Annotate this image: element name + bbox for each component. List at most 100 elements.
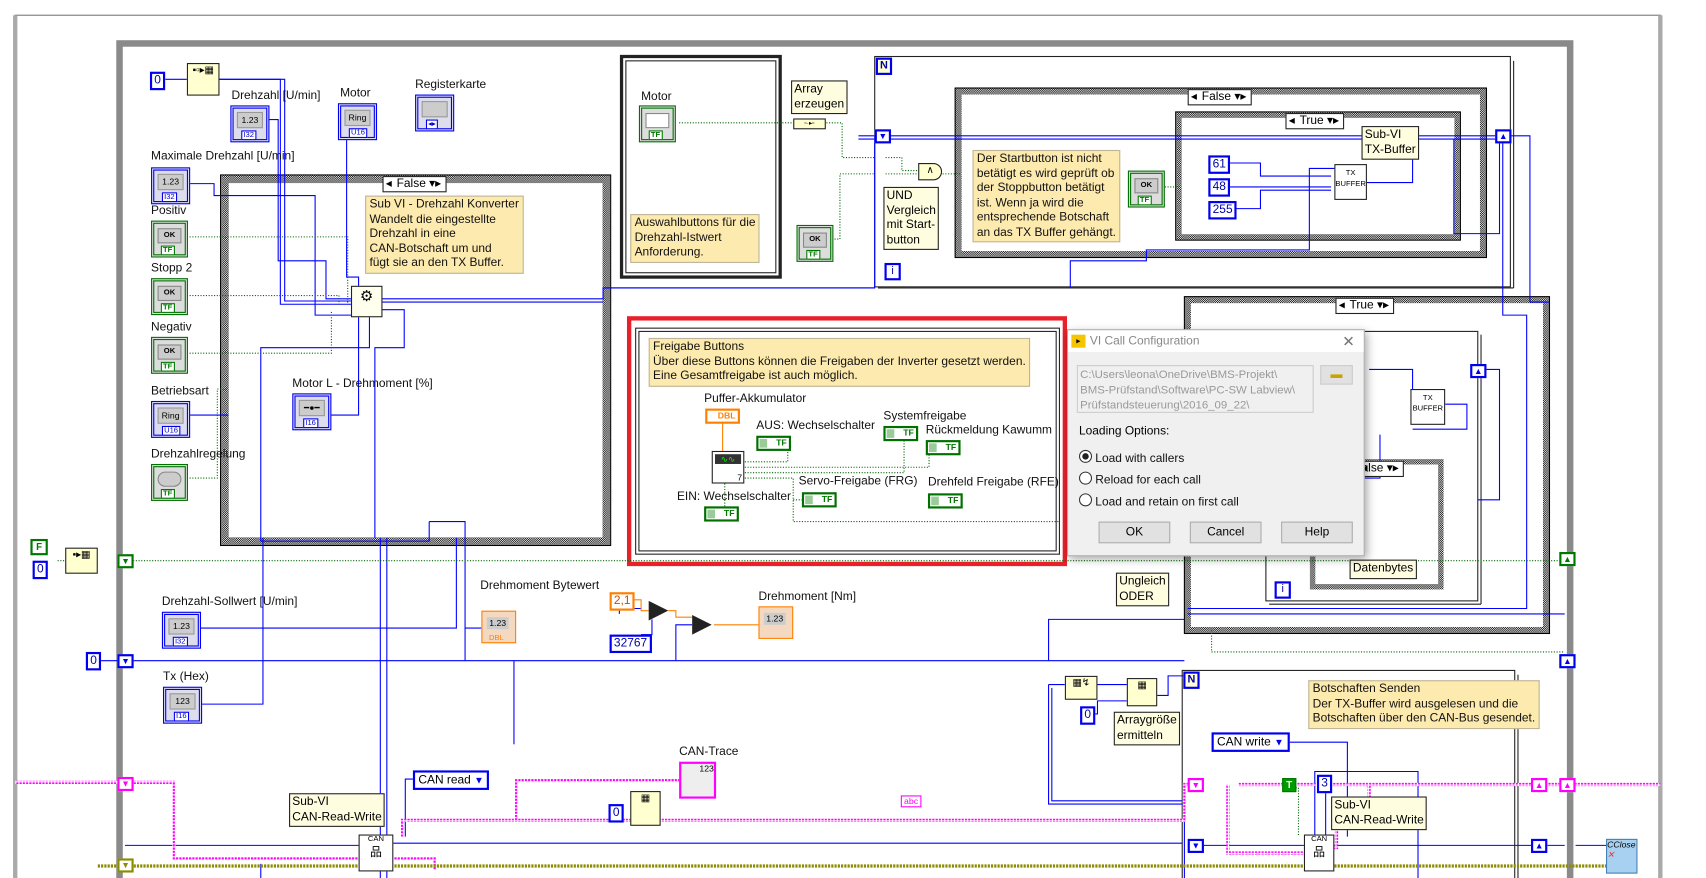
tx-buffer-subvi[interactable]: TX BUFFER xyxy=(1334,164,1367,200)
puffer-akkumulator-label: Puffer-Akkumulator xyxy=(704,392,807,406)
systemfreigabe-label: Systemfreigabe xyxy=(883,409,967,423)
can-trace-label: CAN-Trace xyxy=(679,745,739,759)
ein-wechselschalter-indicator: TF xyxy=(704,506,739,522)
while-loop-frame xyxy=(116,40,1574,878)
constant-2-1[interactable]: 2,1 xyxy=(609,592,635,611)
tx-buffer-subvi-2[interactable]: TX BUFFER xyxy=(1410,389,1446,425)
comment-drehzahl-konverter: Sub VI - Drehzahl Konverter Wandelt die … xyxy=(365,195,524,274)
shift-register-icon: ▼ xyxy=(117,654,134,669)
registerkarte-tab-control[interactable]: ◂▸ xyxy=(415,94,455,132)
rueckmeldung-indicator: TF xyxy=(925,440,961,456)
freigabe-subvi[interactable]: ∿∿7 xyxy=(711,450,745,484)
case-selector-false[interactable]: False xyxy=(382,176,447,193)
radio-reload-each-call[interactable]: Reload for each call xyxy=(1078,471,1201,487)
index-array-node[interactable]: ▦ xyxy=(1126,678,1158,707)
string-constant[interactable]: abc xyxy=(900,795,922,808)
for-loop-count-terminal-2[interactable]: N xyxy=(1183,671,1200,689)
tx-hex-label: Tx (Hex) xyxy=(162,670,209,684)
betriebsart-label: Betriebsart xyxy=(151,384,209,398)
positiv-label: Positiv xyxy=(151,204,187,218)
can-read-ring[interactable]: CAN read ▼ xyxy=(412,770,490,790)
stopp2-label: Stopp 2 xyxy=(151,261,193,275)
help-button[interactable]: Help xyxy=(1281,521,1353,544)
false-constant[interactable]: F xyxy=(30,538,48,556)
note-sub-vi-tx-buffer: Sub-VI TX-Buffer xyxy=(1361,126,1419,160)
drehzahl-sollwert-label: Drehzahl-Sollwert [U/min] xyxy=(161,595,298,609)
constant-48[interactable]: 48 xyxy=(1208,178,1231,197)
sequence-motor-button[interactable]: TF xyxy=(638,105,676,143)
close-icon[interactable]: ✕ xyxy=(1342,332,1355,350)
drehzahlregelung-label: Drehzahlregelung xyxy=(151,447,246,461)
divide-node-icon[interactable] xyxy=(648,600,669,621)
shift-register-icon: ▲ xyxy=(1559,551,1576,567)
note-array-erzeugen: Array erzeugen xyxy=(791,80,848,115)
multiply-node-icon[interactable] xyxy=(692,615,712,635)
initialize-array-node[interactable]: ▦ xyxy=(630,791,661,826)
comment-auswahlbuttons: Auswahlbuttons für die Drehzahl-Istwert … xyxy=(630,214,760,263)
case-selector-true[interactable]: True xyxy=(1285,113,1345,130)
drehmoment-nm-label: Drehmoment [Nm] xyxy=(758,590,857,604)
comment-freigabe-buttons: Freigabe Buttons Über diese Buttons könn… xyxy=(648,337,1031,387)
zero-constant-3[interactable]: 0 xyxy=(85,651,102,671)
browse-folder-button[interactable]: ▬ xyxy=(1320,365,1353,385)
drehzahl-label: Drehzahl [U/min] xyxy=(231,89,321,103)
motor-l-slider-control[interactable]: ━●━I16 xyxy=(292,393,332,431)
constant-32767[interactable]: 32767 xyxy=(609,634,652,654)
drehzahlregelung-switch[interactable]: TF xyxy=(151,463,188,501)
dialog-title: VI Call Configuration xyxy=(1068,330,1364,353)
drehzahl-konverter-subvi-icon[interactable]: ⚙ xyxy=(350,285,383,318)
shift-register-icon: ▲ xyxy=(1531,838,1548,853)
drehmoment-bytewert-label: Drehmoment Bytewert xyxy=(480,579,600,593)
case-selector-false-2[interactable]: False xyxy=(1187,89,1252,106)
array-size-node[interactable]: ▦↯ xyxy=(1064,675,1098,700)
vi-path-field[interactable]: C:\Users\leona\OneDrive\BMS-Projekt\ BMS… xyxy=(1076,365,1314,413)
motor-label: Motor xyxy=(340,86,371,100)
constant-61[interactable]: 61 xyxy=(1208,155,1231,174)
zero-constant-4[interactable]: 0 xyxy=(608,804,624,823)
shift-register-icon: ▲ xyxy=(1470,364,1487,379)
build-array-node[interactable]: ▪▫▸▦ xyxy=(186,63,220,96)
zero-constant-5[interactable]: 0 xyxy=(1080,706,1096,725)
ok-button[interactable]: OK xyxy=(1098,521,1171,544)
for-loop-iteration-terminal-2: i xyxy=(1274,581,1291,599)
sequence-motor-label: Motor xyxy=(641,90,672,104)
radio-load-retain-first-call[interactable]: Load and retain on first call xyxy=(1078,493,1239,509)
radio-load-with-callers[interactable]: Load with callers xyxy=(1078,449,1184,465)
rueckmeldung-label: Rückmeldung Kawumm xyxy=(925,423,1052,437)
cclose-subvi[interactable]: CClose✕ xyxy=(1605,838,1638,874)
build-array-node-2[interactable]: ▪▸▦ xyxy=(65,547,98,574)
and-gate-icon[interactable]: ∧ xyxy=(918,162,943,181)
cancel-button[interactable]: Cancel xyxy=(1189,521,1262,544)
drehmoment-nm-indicator: 1.23 xyxy=(758,606,794,639)
shift-register-icon: ▼ xyxy=(117,776,134,792)
zero-constant-2[interactable]: 0 xyxy=(32,560,48,580)
aus-wechselschalter-label: AUS: Wechselschalter xyxy=(756,419,875,433)
zero-constant[interactable]: 0 xyxy=(149,71,166,91)
for-loop-iteration-terminal: i xyxy=(884,262,901,281)
true-constant[interactable]: T xyxy=(1282,778,1297,793)
constant-3[interactable]: 3 xyxy=(1316,774,1333,794)
vi-call-configuration-dialog: VI Call Configuration ▸ ✕ C:\Users\leona… xyxy=(1067,329,1365,557)
network-icon: 品 xyxy=(1313,846,1326,860)
network-icon: 品 xyxy=(369,846,382,860)
constant-255[interactable]: 255 xyxy=(1208,201,1237,220)
for-loop-count-terminal[interactable]: N xyxy=(875,57,893,75)
can-write-ring[interactable]: CAN write ▼ xyxy=(1211,732,1290,752)
shift-register-icon: ▲ xyxy=(1559,654,1576,669)
case-selector-true-2[interactable]: True xyxy=(1335,297,1395,315)
case-selector-inner[interactable]: alse xyxy=(1358,460,1405,478)
build-array-node-3[interactable]: ▫·▸▫ xyxy=(793,118,826,130)
